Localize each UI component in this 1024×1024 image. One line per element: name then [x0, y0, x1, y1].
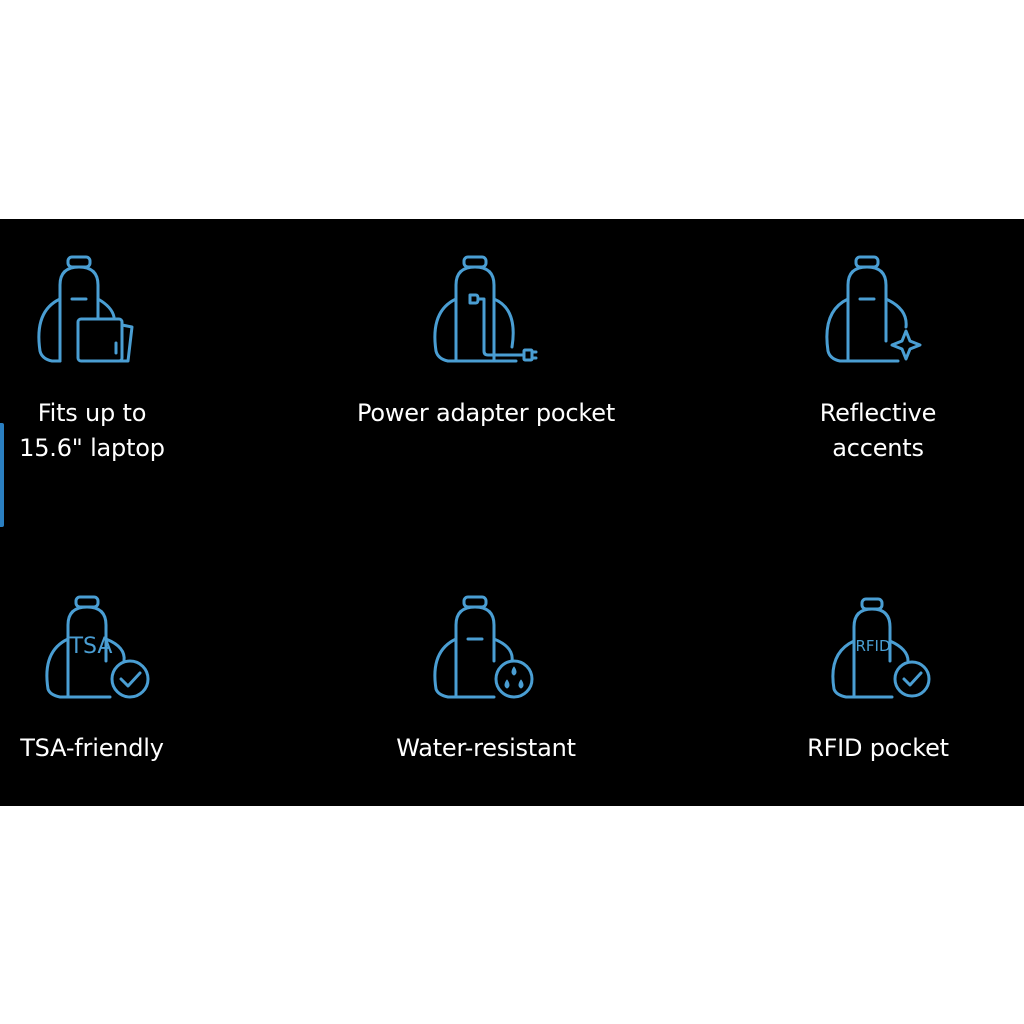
feature-label-rfid: RFID pocket — [807, 734, 949, 762]
rfid-icon-text: RFID — [855, 637, 890, 655]
feature-rfid: RFID RFID pocket — [728, 595, 1024, 766]
feature-label-tsa: TSA-friendly — [20, 734, 164, 762]
feature-tsa: TSA TSA-friendly — [0, 595, 242, 766]
feature-water-resistant: Water-resistant — [336, 595, 636, 766]
feature-label-laptop: Fits up to 15.6" laptop — [19, 399, 165, 462]
backpack-power-adapter-icon — [433, 255, 538, 363]
feature-power-adapter: Power adapter pocket — [336, 255, 636, 431]
feature-label-power-adapter: Power adapter pocket — [356, 399, 616, 427]
tsa-icon-text: TSA — [69, 634, 113, 659]
backpack-reflective-sparkle-icon — [825, 255, 922, 363]
backpack-laptop-icon — [37, 255, 134, 363]
feature-reflective: Reflective accents — [728, 255, 1024, 466]
feature-label-water-resistant: Water-resistant — [396, 734, 576, 762]
feature-laptop: Fits up to 15.6" laptop — [0, 255, 242, 466]
left-edge-accent — [0, 423, 4, 527]
feature-label-reflective: Reflective accents — [819, 399, 937, 462]
backpack-water-drops-icon — [433, 595, 534, 699]
backpack-rfid-check-icon: RFID — [831, 597, 931, 699]
backpack-tsa-check-icon: TSA — [45, 595, 150, 699]
